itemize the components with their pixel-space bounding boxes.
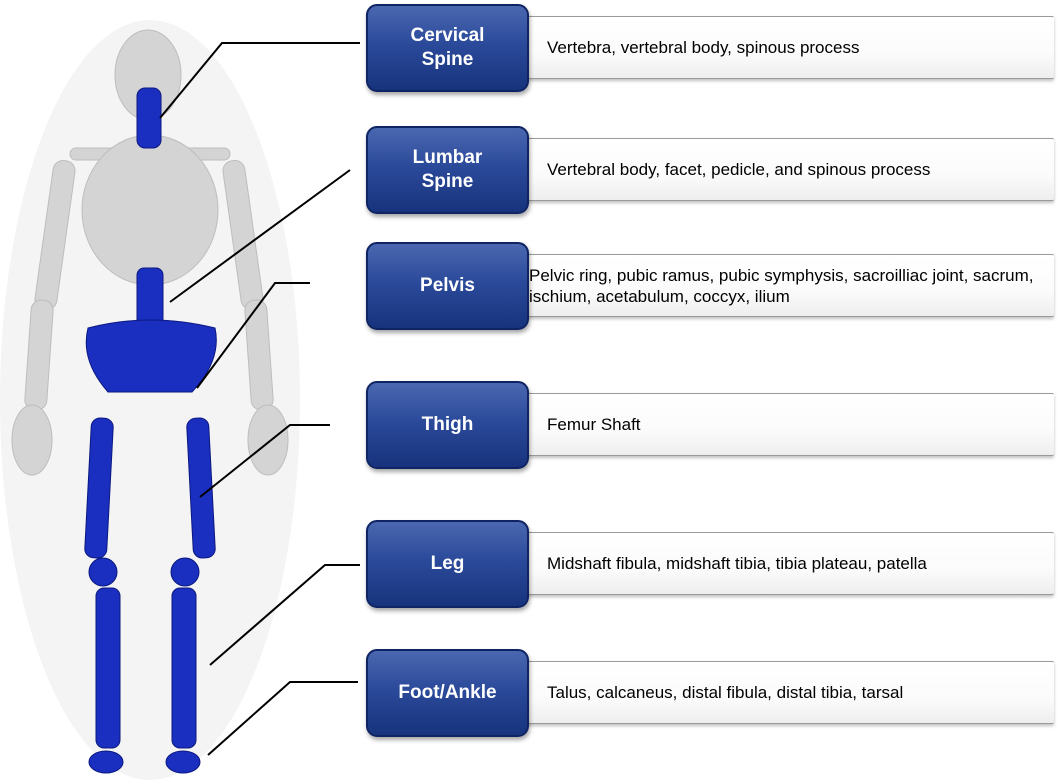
pelvis-bone — [86, 320, 216, 392]
region-label: Pelvis — [420, 274, 475, 298]
region-label: Thigh — [422, 413, 474, 437]
region-description: Talus, calcaneus, distal fibula, distal … — [547, 682, 903, 703]
left-patella — [89, 558, 117, 586]
region-label-box: Cervical Spine — [366, 4, 529, 92]
description-box: Talus, calcaneus, distal fibula, distal … — [516, 661, 1054, 724]
region-label-box: Foot/Ankle — [366, 649, 529, 737]
right-tibia-fibula — [172, 588, 196, 748]
region-row-pelvis: Pelvic ring, pubic ramus, pubic symphysi… — [366, 242, 1060, 330]
region-label: Foot/Ankle — [398, 681, 496, 705]
left-hand — [12, 405, 52, 475]
region-row-cervical-spine: Vertebra, vertebral body, spinous proces… — [366, 4, 1060, 92]
region-label-box: Lumbar Spine — [366, 126, 529, 214]
region-label-box: Leg — [366, 520, 529, 608]
right-patella — [171, 558, 199, 586]
region-label: Cervical Spine — [411, 24, 485, 72]
right-foot — [166, 751, 200, 773]
region-description: Vertebra, vertebral body, spinous proces… — [547, 37, 859, 58]
region-row-foot-ankle: Talus, calcaneus, distal fibula, distal … — [366, 649, 1060, 737]
description-box: Femur Shaft — [516, 393, 1054, 456]
region-row-thigh: Femur Shaft Thigh — [366, 381, 1060, 469]
description-box: Vertebra, vertebral body, spinous proces… — [516, 16, 1054, 79]
region-row-lumbar-spine: Vertebral body, facet, pedicle, and spin… — [366, 126, 1060, 214]
region-description: Vertebral body, facet, pedicle, and spin… — [547, 159, 930, 180]
right-hand — [248, 405, 288, 475]
region-label: Leg — [431, 552, 465, 576]
region-description: Femur Shaft — [547, 414, 641, 435]
region-label-box: Thigh — [366, 381, 529, 469]
ribcage — [82, 135, 218, 285]
region-row-leg: Midshaft fibula, midshaft tibia, tibia p… — [366, 520, 1060, 608]
skeleton-figure — [0, 0, 360, 780]
description-box: Midshaft fibula, midshaft tibia, tibia p… — [516, 532, 1054, 595]
region-label-box: Pelvis — [366, 242, 529, 330]
description-box: Vertebral body, facet, pedicle, and spin… — [516, 138, 1054, 201]
left-foot — [89, 751, 123, 773]
region-description: Pelvic ring, pubic ramus, pubic symphysi… — [529, 265, 1050, 307]
left-tibia-fibula — [96, 588, 120, 748]
description-box: Pelvic ring, pubic ramus, pubic symphysi… — [516, 254, 1054, 317]
region-label: Lumbar Spine — [413, 146, 483, 194]
cervical-spine-bone — [137, 88, 161, 148]
region-description: Midshaft fibula, midshaft tibia, tibia p… — [547, 553, 927, 574]
